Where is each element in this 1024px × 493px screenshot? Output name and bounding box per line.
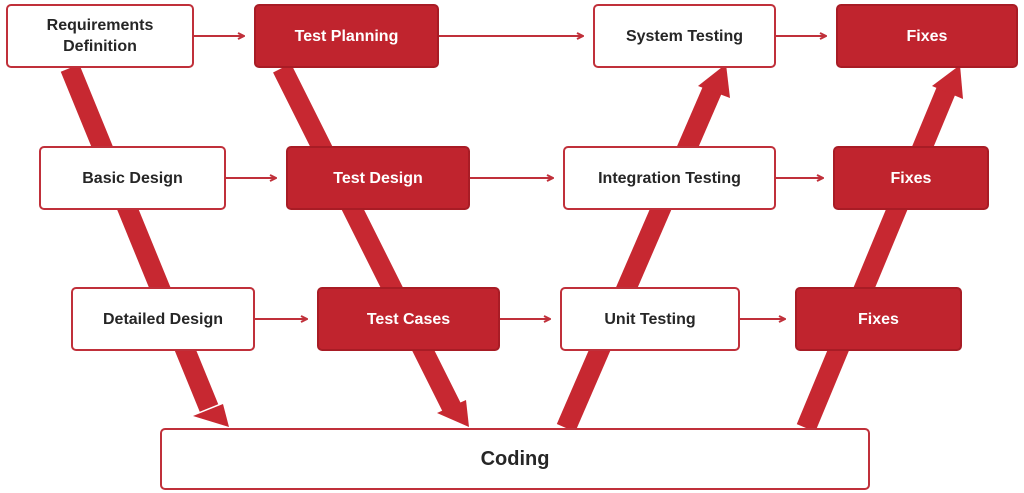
integration-testing-box: Integration Testing	[563, 146, 776, 210]
system-testing-label: System Testing	[625, 27, 744, 45]
diagonal-arrow-coding-to-fixes	[796, 65, 963, 432]
fixes-middle-label: Fixes	[890, 169, 932, 187]
test-cases-box: Test Cases	[317, 287, 500, 351]
coding-box: Coding	[160, 428, 870, 490]
fixes-top-label: Fixes	[906, 27, 948, 45]
unit-testing-box: Unit Testing	[560, 287, 740, 351]
system-testing-box: System Testing	[593, 4, 776, 68]
integration-testing-label: Integration Testing	[598, 169, 741, 187]
basic-design-box: Basic Design	[39, 146, 226, 210]
basic-design-label: Basic Design	[82, 169, 183, 187]
fixes-middle-box: Fixes	[833, 146, 989, 210]
test-design-label: Test Design	[333, 169, 423, 187]
test-planning-label: Test Planning	[294, 27, 399, 45]
fixes-bottom-label: Fixes	[858, 310, 899, 328]
test-cases-label: Test Cases	[366, 310, 451, 328]
diagonal-arrow-test-to-coding	[273, 63, 469, 427]
fixes-bottom-box: Fixes	[795, 287, 962, 351]
detailed-design-label: Detailed Design	[102, 310, 224, 328]
diagonal-arrow-coding-to-system-testing	[556, 64, 730, 432]
requirements-definition-label: Requirements Definition	[46, 17, 154, 55]
detailed-design-box: Detailed Design	[71, 287, 255, 351]
test-design-box: Test Design	[286, 146, 470, 210]
coding-label: Coding	[480, 447, 550, 470]
unit-testing-label: Unit Testing	[604, 310, 696, 328]
test-planning-box: Test Planning	[254, 4, 439, 68]
fixes-top-box: Fixes	[836, 4, 1018, 68]
requirements-definition-box: Requirements Definition	[6, 4, 194, 68]
diagonal-arrow-design-to-coding	[60, 64, 229, 427]
